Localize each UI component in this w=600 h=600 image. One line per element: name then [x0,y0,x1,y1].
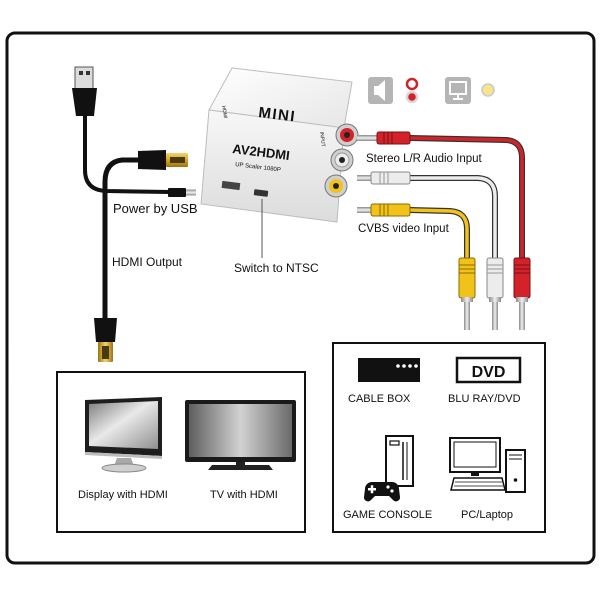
rca-plug-yellow-vertical-icon [458,257,476,330]
converter-port-input-label: INPUT [318,131,326,147]
rca-cable-red [409,135,525,258]
rca-cable-white [410,175,498,258]
cable-box-label: CABLE BOX [348,393,411,405]
hdmi-output-cable [94,150,188,362]
converter-rca-jack-white [330,148,354,172]
game-console-icon [363,435,414,502]
rca-plug-red-icon [357,131,411,145]
usb-plug-icon [72,66,97,116]
rca-video-jack-icon [481,83,495,97]
game-console-label: GAME CONSOLE [343,509,432,521]
rca-audio-jacks-icon [405,77,419,104]
converter-ntsc-switch [253,189,269,197]
converter-rca-jack-red [335,123,359,147]
av2hdmi-converter: MINI HDMI INPUT AV2HDMI UP Scaler 1080P [200,67,359,223]
converter-hdmi-port [221,180,241,191]
display-monitor-icon [85,397,162,473]
converter-model: AV2HDMI [232,141,291,163]
switch-label: Switch to NTSC [234,261,319,275]
converter-rca-jack-yellow [324,174,348,198]
rca-plug-white-vertical-icon [486,257,504,330]
hdmi-plug-bottom-icon [94,318,117,362]
cable-box-icon [358,358,420,382]
converter-port-hdmi-label: HDMI [220,105,228,119]
video-input-label: CVBS video Input [358,223,450,235]
rca-plug-white-icon [357,171,411,185]
dvd-icon: DVD [455,356,522,384]
rca-cable-yellow [409,207,470,258]
dvd-badge-text: DVD [472,364,506,381]
rca-plug-red-vertical-icon [513,257,531,330]
tv-with-hdmi-label: TV with HDMI [210,489,278,501]
display-with-hdmi-label: Display with HDMI [78,489,168,501]
hdmi-output-label: HDMI Output [112,255,183,269]
audio-input-label: Stereo L/R Audio Input [366,153,483,165]
hdmi-plug-top-icon [138,150,188,170]
monitor-icon [445,77,471,104]
power-label: Power by USB [113,201,198,216]
converter-front-face [200,109,345,223]
dc-barrel-plug-icon [168,188,196,197]
converter-subtitle: UP Scaler 1080P [235,162,281,174]
converter-brand: MINI [258,104,297,125]
speaker-icon [368,77,393,104]
pc-laptop-label: PC/Laptop [461,509,513,521]
blu-ray-dvd-label: BLU RAY/DVD [448,393,521,405]
tv-icon [185,400,296,470]
pc-icon [449,437,526,493]
rca-plug-yellow-icon [357,203,411,217]
